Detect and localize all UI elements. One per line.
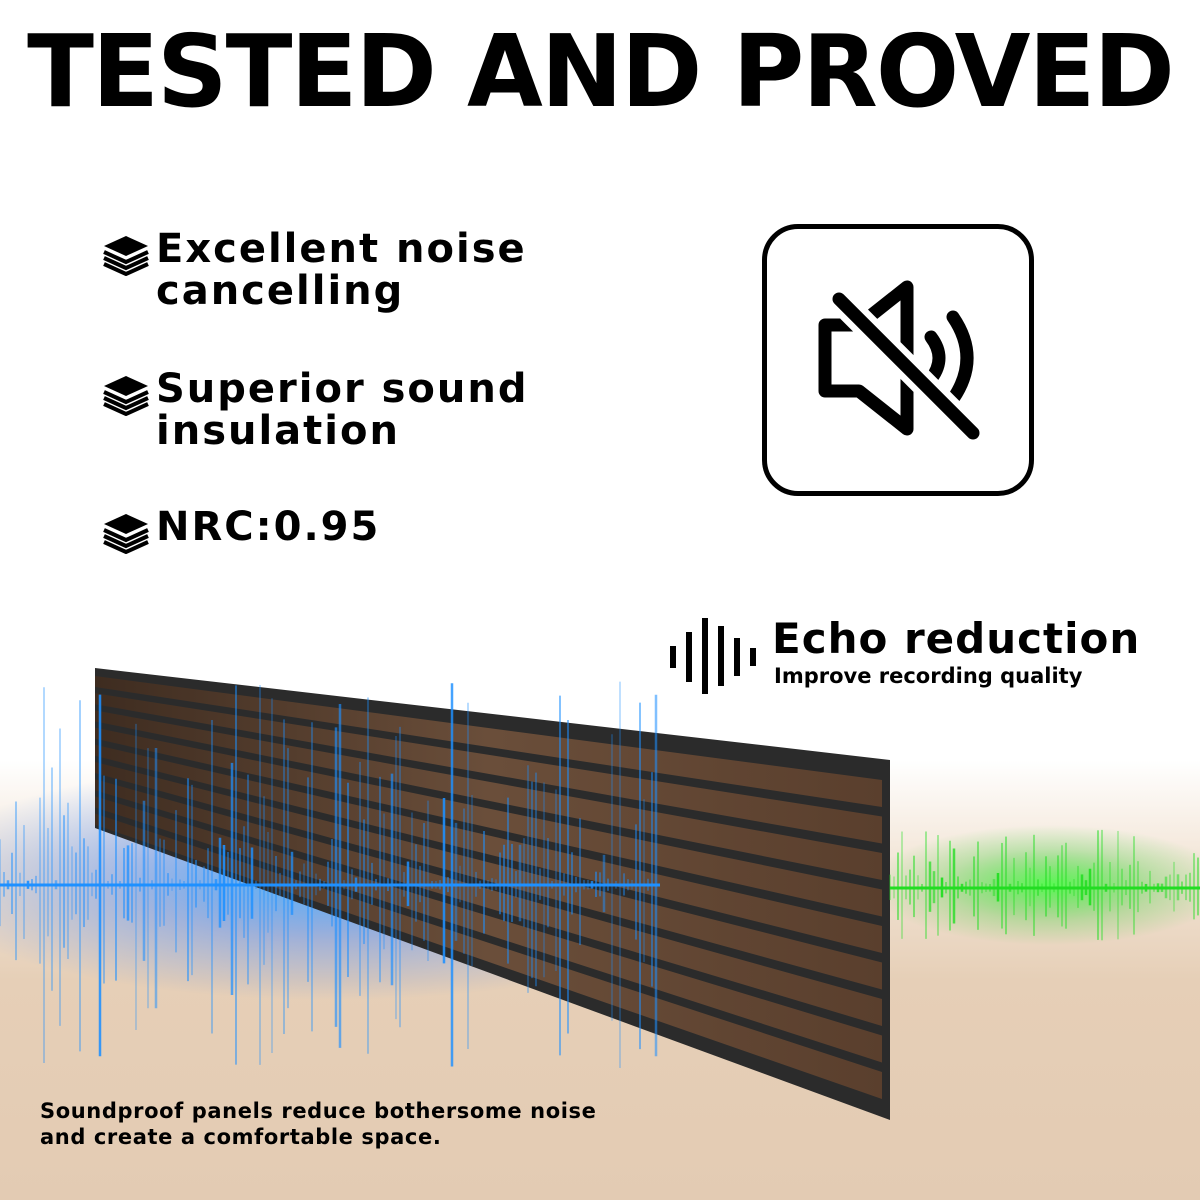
echo-reduction-block: Echo reduction Improve recording quality xyxy=(668,614,1140,696)
caption-line2: and create a comfortable space. xyxy=(40,1125,442,1149)
wood-slat xyxy=(95,693,882,844)
feature-sound-insulation: Superior sound insulation xyxy=(100,368,529,452)
green-waveform xyxy=(889,829,1200,941)
feature-label-line1: Superior sound xyxy=(156,366,529,412)
blue-waveform xyxy=(0,681,660,1069)
caption-line1: Soundproof panels reduce bothersome nois… xyxy=(40,1099,597,1123)
echo-subtitle: Improve recording quality xyxy=(774,664,1083,688)
feature-noise-cancelling: Excellent noise cancelling xyxy=(100,228,527,312)
wood-slat xyxy=(95,744,882,953)
wood-slat xyxy=(95,779,882,1026)
echo-title: Echo reduction xyxy=(772,614,1141,663)
layers-icon xyxy=(103,514,149,554)
page-title: TESTED AND PROVED xyxy=(27,13,1175,130)
feature-label-line1: Excellent noise xyxy=(156,226,527,272)
layers-icon xyxy=(103,376,149,416)
layers-icon xyxy=(103,236,149,276)
feature-nrc: NRC:0.95 xyxy=(100,506,380,554)
feature-label-line2: cancelling xyxy=(156,268,405,314)
speaker-muted-icon xyxy=(818,280,986,446)
wood-slat xyxy=(95,762,882,990)
wood-slat xyxy=(95,727,882,917)
sound-wave-icon xyxy=(670,618,756,694)
green-wave-glow xyxy=(870,825,1200,945)
feature-label: NRC:0.95 xyxy=(156,504,381,550)
mute-badge xyxy=(762,224,1034,496)
bottom-caption: Soundproof panels reduce bothersome nois… xyxy=(40,1098,680,1150)
feature-label-line2: insulation xyxy=(156,408,400,454)
wood-slat xyxy=(95,710,882,880)
wood-slat xyxy=(95,676,882,807)
